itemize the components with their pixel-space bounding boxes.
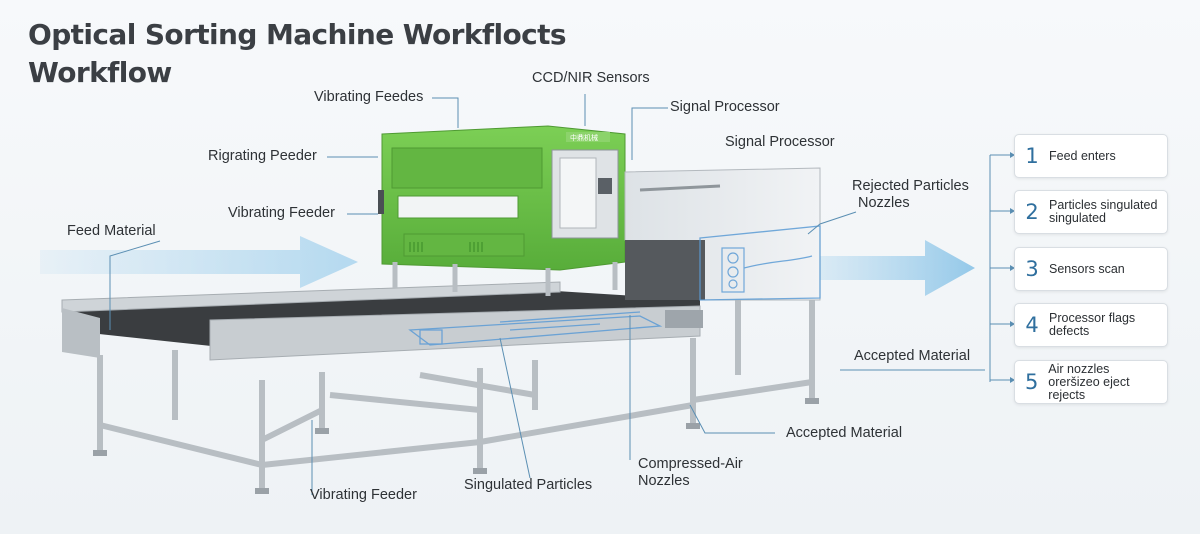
step-text-line-1: Sensors scan xyxy=(1049,261,1125,276)
step-card-5: 5 Air nozzles oreršizeo eject rejects xyxy=(1014,360,1168,404)
step-text: Particles singulated singulated xyxy=(1047,199,1157,225)
step-card-4: 4 Processor flags defects xyxy=(1014,303,1168,347)
step-number: 1 xyxy=(1025,144,1039,168)
label-singulated-particles: Singulated Particles xyxy=(464,477,593,493)
machine-badge: 中鼎机械 xyxy=(570,133,598,142)
step-number: 5 xyxy=(1024,370,1039,394)
leader-lines xyxy=(109,94,985,495)
step-text: Air nozzles oreršizeo eject rejects xyxy=(1046,361,1167,402)
step-number: 2 xyxy=(1025,200,1039,224)
label-compressed-line-1: Compressed-Air xyxy=(638,456,743,472)
belt-schematic xyxy=(408,311,663,346)
step-text: Feed enters xyxy=(1047,148,1116,163)
page-title: Optical Sorting Machine Workflocts Workf… xyxy=(28,16,567,92)
label-accepted-material-bottom: Accepted Material xyxy=(786,425,903,441)
step-text-line-1: Air nozzles xyxy=(1048,361,1110,376)
ejection-hood xyxy=(624,167,821,301)
label-compressed-air-nozzles: Compressed-Air Nozzles xyxy=(638,456,768,490)
label-ccd-nir-sensors: CCD/NIR Sensors xyxy=(532,70,650,86)
label-vibrating-feeder-bottom: Vibrating Feeder xyxy=(310,487,417,503)
step-text-line-2: oreršizeo eject rejects xyxy=(1048,374,1130,402)
step-text: Sensors scan xyxy=(1047,261,1125,276)
step-text-line-1: Processor flags xyxy=(1049,311,1136,325)
feed-flow-arrow xyxy=(40,236,358,288)
label-rigrating-peeder: Rigrating Peeder xyxy=(208,148,317,164)
step-text-line-2: defects xyxy=(1049,324,1090,338)
step-connector xyxy=(989,154,1010,382)
label-vibrating-feeder-upper: Vibrating Feeder xyxy=(228,205,335,221)
step-card-2: 2 Particles singulated singulated xyxy=(1014,190,1168,234)
step-text-line-2: singulated xyxy=(1049,211,1106,225)
step-card-1: 1 Feed enters xyxy=(1014,134,1168,178)
title-line-1: Optical Sorting Machine Workflocts xyxy=(28,18,567,51)
label-rejected-particles: Rejected Particles Nozzles xyxy=(852,178,1002,212)
step-card-3: 3 Sensors scan xyxy=(1014,247,1168,291)
support-frame xyxy=(97,300,815,490)
label-feed-material: Feed Material xyxy=(67,223,156,239)
step-number: 4 xyxy=(1025,313,1039,337)
step-number: 3 xyxy=(1025,257,1039,281)
label-rejected-line-1: Rejected Particles xyxy=(852,178,969,194)
label-vibrating-feedes: Vibrating Feedes xyxy=(314,89,424,105)
label-signal-processor-lower: Signal Processor xyxy=(725,134,835,150)
conveyor-end-cap xyxy=(62,308,100,358)
step-text: Processor flags defects xyxy=(1047,312,1135,338)
label-rejected-line-2: Nozzles xyxy=(858,195,910,211)
label-compressed-line-2: Nozzles xyxy=(638,473,690,489)
step-connector-arrowheads xyxy=(1010,152,1015,383)
conveyor-control-box xyxy=(665,310,703,328)
label-signal-processor-upper: Signal Processor xyxy=(670,99,780,115)
leveling-feet xyxy=(93,398,819,494)
label-accepted-material-right: Accepted Material xyxy=(854,348,971,364)
green-sorting-unit: 中鼎机械 xyxy=(378,125,626,296)
reject-flow-arrow xyxy=(800,240,975,296)
title-line-2: Workflow xyxy=(28,56,172,89)
step-text-line-1: Particles singulated xyxy=(1049,198,1158,212)
step-text-line-1: Feed enters xyxy=(1049,148,1116,163)
